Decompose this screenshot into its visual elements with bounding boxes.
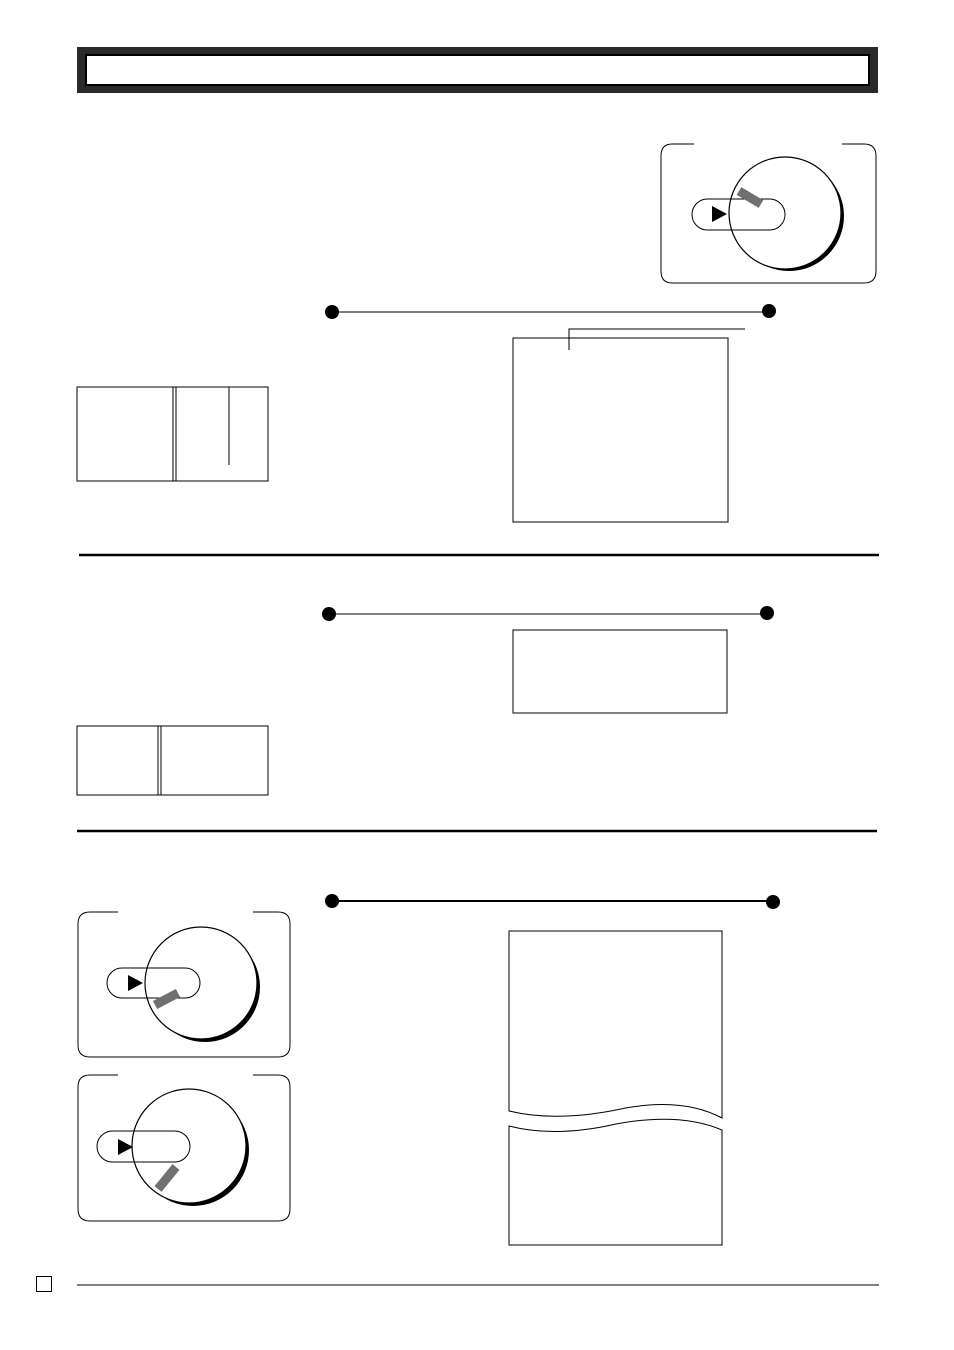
display-panel-icon <box>76 386 269 482</box>
pointer-triangle-icon <box>712 206 727 222</box>
mode-switch-icon <box>77 1074 291 1222</box>
pointer-triangle-icon <box>118 1139 133 1155</box>
receipt-icon <box>512 328 745 523</box>
section-title <box>85 54 870 86</box>
timeline-1 <box>325 304 776 319</box>
dot-icon <box>766 895 780 909</box>
mode-switch-icon <box>77 911 291 1058</box>
timeline-3 <box>325 894 780 909</box>
page-number-box <box>36 1276 52 1292</box>
section-title-bar <box>77 47 878 93</box>
pointer-triangle-icon <box>128 975 143 991</box>
dot-icon <box>325 305 339 319</box>
receipt-icon <box>512 629 728 714</box>
display-panel-icon <box>76 725 269 796</box>
dot-icon <box>322 607 336 621</box>
dot-icon <box>325 894 339 908</box>
timeline-2 <box>322 606 774 621</box>
mode-switch-icon <box>660 143 877 284</box>
dot-icon <box>762 304 776 318</box>
receipt-icon <box>508 930 723 1246</box>
dot-icon <box>760 606 774 620</box>
